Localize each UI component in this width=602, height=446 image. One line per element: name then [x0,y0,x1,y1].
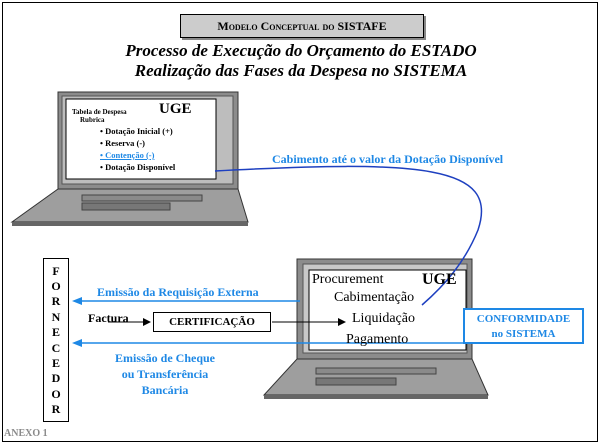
diagram-title-line2: Realização das Fases da Despesa no SISTE… [134,61,468,80]
bottom-uge-label: UGE [422,271,457,288]
fornecedor-letter: R [51,294,61,309]
fornecedor-box: F O R N E C E D O R [43,258,69,422]
fornecedor-letter: C [51,340,61,355]
top-table-title: Tabela de Despesa [72,108,127,116]
fornecedor-letter: O [51,279,61,294]
fornecedor-letter: R [51,402,61,417]
annex-label: ANEXO 1 [4,428,48,439]
top-item-dotacao-disponivel: • Dotação Disponível [100,162,176,172]
top-item-dotacao-inicial: • Dotação Inicial (+) [100,126,173,136]
factura-arrowhead [143,318,151,326]
top-laptop-panel [65,98,217,180]
diagram-title-line1: Processo de Execução do Orçamento do EST… [125,41,477,60]
header-badge: Modelo Conceptual do SISTAFE [180,14,424,38]
conformidade-box: CONFORMIDADE no SISTEMA [463,308,584,344]
fornecedor-letter: D [51,371,61,386]
top-item-reserva: • Reserva (-) [100,138,145,148]
factura-label: Factura [88,311,129,325]
fornecedor-letter: N [51,309,61,324]
conformidade-line1: CONFORMIDADE [476,313,571,325]
top-uge-label: UGE [159,101,192,117]
cabimento-connector [214,165,483,306]
certificacao-arrowhead [338,318,346,326]
conformidade-line2: no SISTEMA [491,328,556,340]
cheque-line2: ou Transferência [121,367,209,381]
certificacao-box: CERTIFICAÇÃO [153,312,271,332]
requisicao-label: Emissão da Requisição Externa [97,285,259,299]
bottom-laptop-panel [308,269,467,351]
bottom-liquidacao: Liquidação [352,311,415,326]
cheque-line3: Bancária [141,383,189,397]
cheque-line1: Emissão de Cheque [114,351,215,365]
certificacao-label: CERTIFICAÇÃO [169,316,255,328]
bottom-procurement: Procurement [312,272,384,287]
fornecedor-letter: E [51,325,60,340]
cheque-label: Emissão de Cheque ou Transferência Bancá… [85,350,245,398]
header-badge-text: Modelo Conceptual do SISTAFE [217,18,387,33]
fornecedor-letter: E [51,356,60,371]
fornecedor-letter: O [51,386,61,401]
top-item-contencao: • Contenção (-) [100,150,155,160]
fornecedor-letter: F [52,263,60,278]
slide-frame [2,2,598,442]
top-table-subtitle: Rubrica [80,116,105,124]
requisicao-arrowhead [72,297,82,305]
cabimento-label: Cabimento até o valor da Dotação Disponí… [272,152,504,166]
pagamento-arrowhead [72,339,82,347]
bottom-cabimentacao: Cabimentação [334,290,415,305]
bottom-pagamento: Pagamento [346,332,409,347]
